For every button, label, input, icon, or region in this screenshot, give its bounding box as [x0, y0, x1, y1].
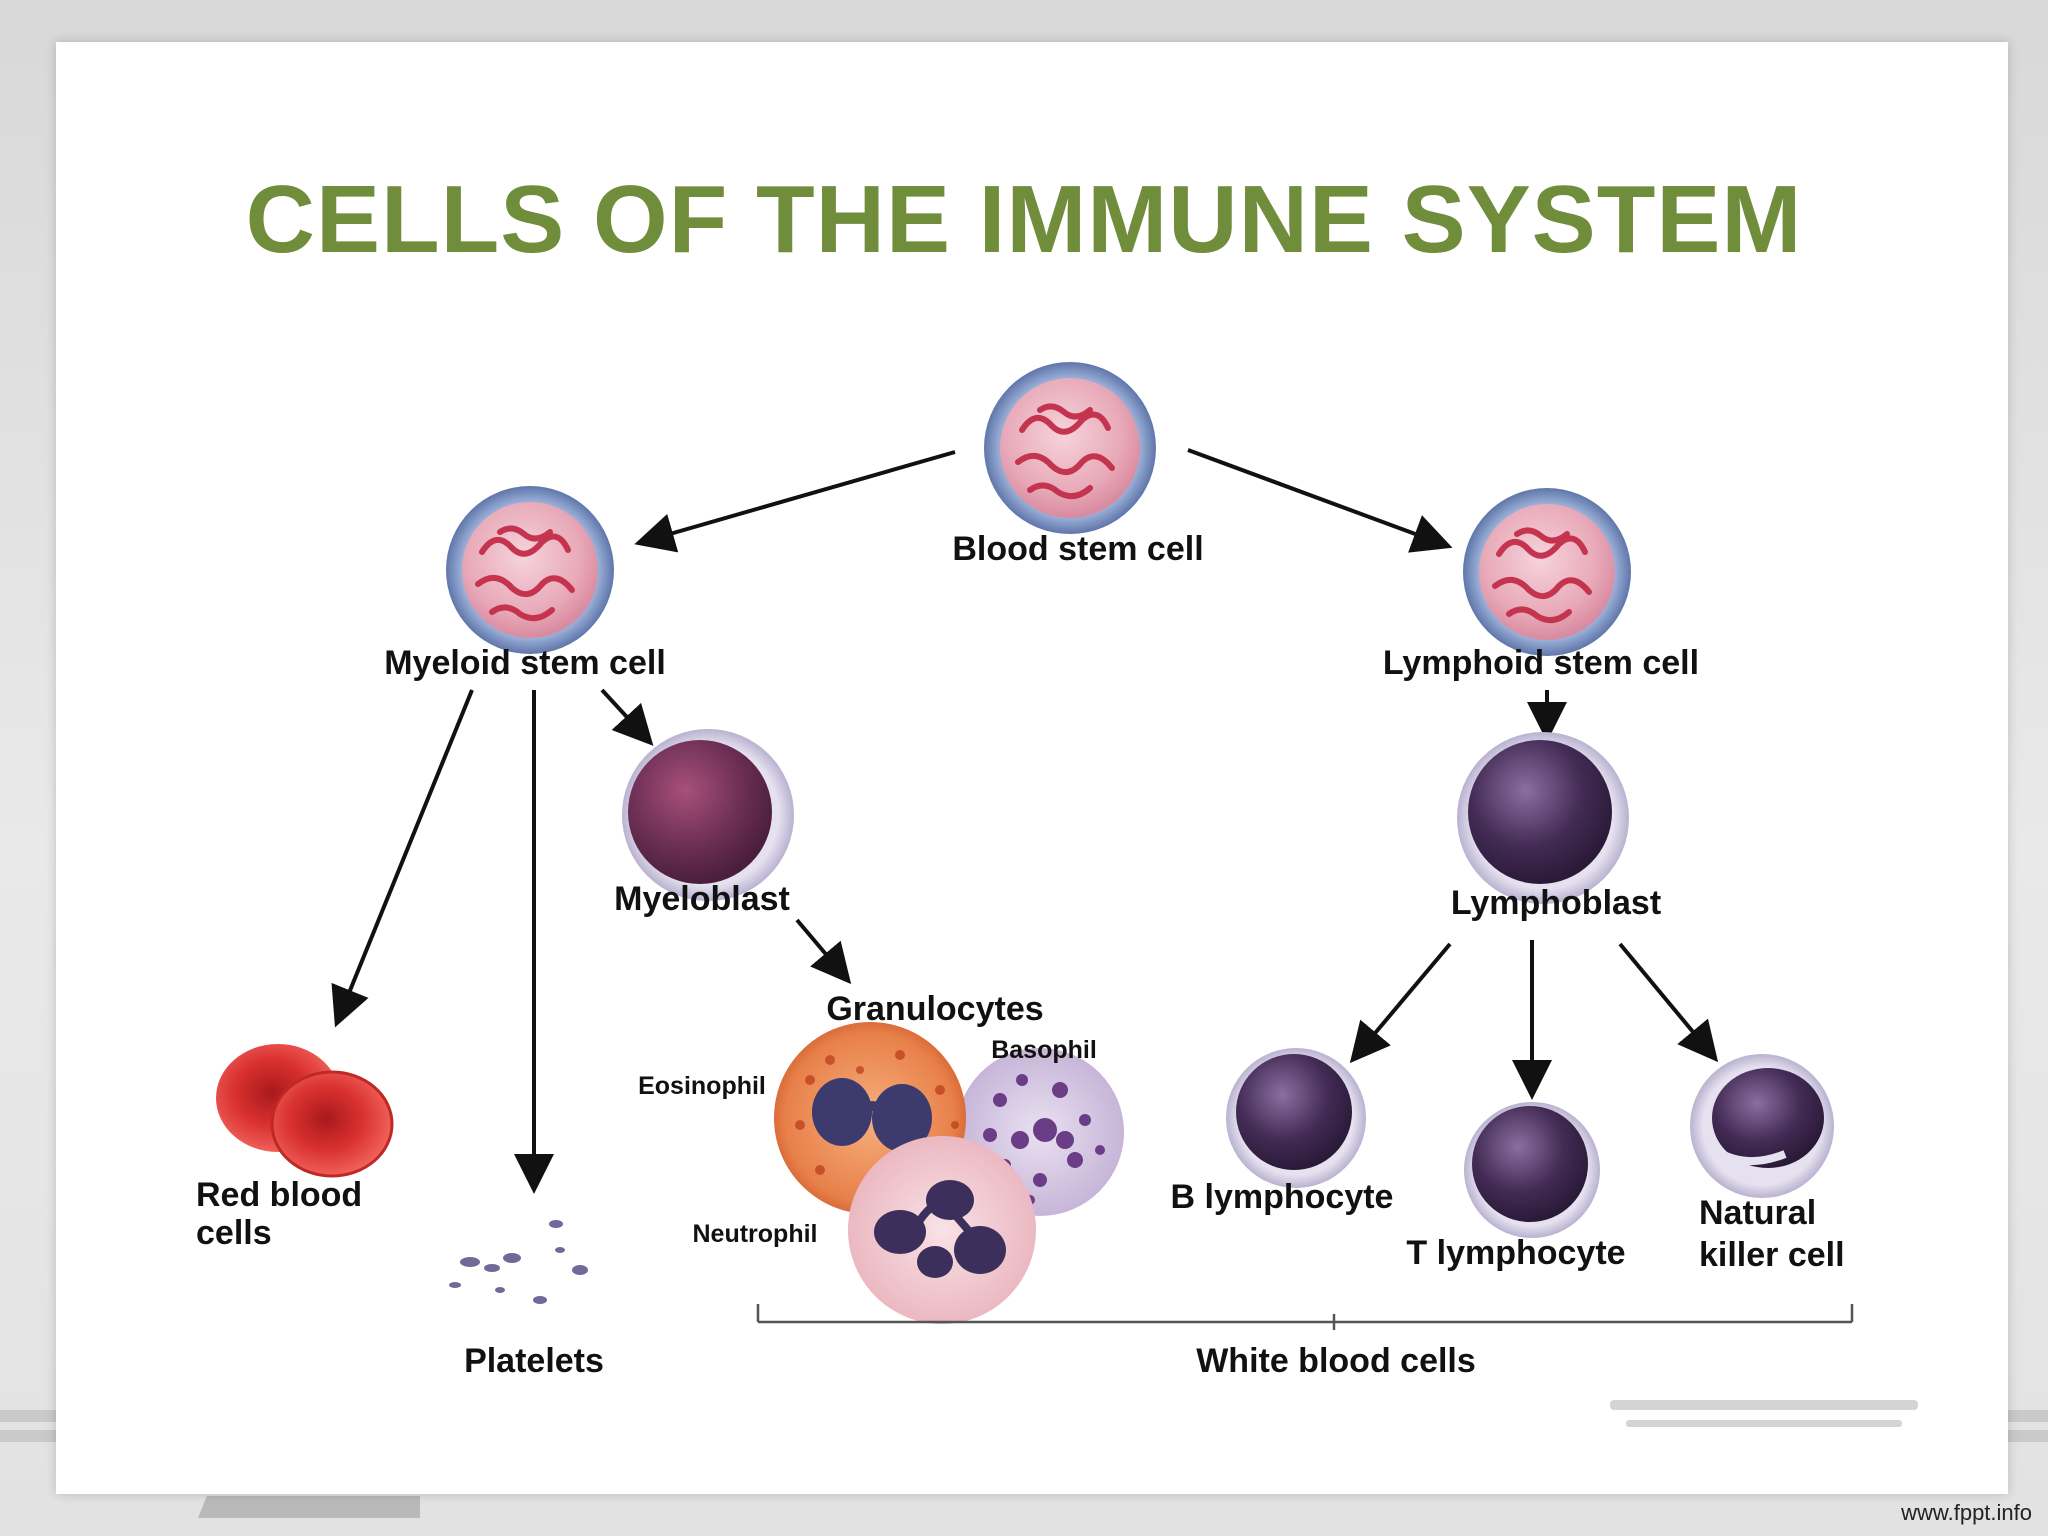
neutrophil-cell [848, 1136, 1036, 1324]
arrow-myeloid-to-rbc [331, 689, 474, 1028]
arrow-myeloid-to-myeloblast [600, 688, 654, 746]
label-neutrophil: Neutrophil [693, 1220, 818, 1248]
label-lymphoid-stem-cell: Lymphoid stem cell [1383, 644, 1699, 682]
arrows [331, 448, 1719, 1194]
arrow-lymphoblast-to-nk [1618, 942, 1719, 1063]
myeloblast-cell [622, 729, 794, 901]
label-nk-line2: killer cell [1699, 1236, 1845, 1274]
decor-bar-2 [0, 1430, 56, 1442]
natural-killer-cell [1690, 1054, 1834, 1198]
b-lymphocyte-cell [1226, 1048, 1366, 1188]
lymphoid-stem-cell [1463, 488, 1631, 656]
footer-url: www.fppt.info [1901, 1500, 2032, 1525]
footer-tab [198, 1496, 420, 1518]
t-lymphocyte-cell [1464, 1102, 1600, 1238]
label-red-blood-line1: Red blood [196, 1176, 362, 1214]
arrow-stem-to-lymphoid [1187, 448, 1453, 553]
arrow-myeloblast-to-granulocytes [795, 918, 852, 985]
label-eosinophil: Eosinophil [638, 1072, 766, 1100]
platelets-cells [449, 1220, 588, 1304]
label-lymphoblast: Lymphoblast [1451, 884, 1661, 922]
label-myeloblast: Myeloblast [614, 880, 790, 918]
arrow-stem-to-myeloid [634, 450, 956, 553]
label-blood-stem-cell: Blood stem cell [952, 530, 1203, 568]
copyright-watermark [1610, 1400, 1918, 1427]
label-natural-killer-cell: Natural killer cell [1699, 1194, 1845, 1274]
label-basophil: Basophil [991, 1036, 1097, 1064]
label-granulocytes: Granulocytes [826, 990, 1043, 1028]
decor-bar-1 [0, 1410, 56, 1422]
label-red-blood-cells: Red blood cells [196, 1176, 372, 1252]
red-blood-cells [216, 1044, 394, 1178]
label-nk-line1: Natural [1699, 1194, 1816, 1232]
label-t-lymphocyte: T lymphocyte [1406, 1234, 1625, 1272]
blood-stem-cell [984, 362, 1156, 534]
decor-bar-3 [2008, 1410, 2048, 1422]
page-title: CELLS OF THE IMMUNE SYSTEM [246, 166, 1803, 273]
label-red-blood-line2: cells [196, 1214, 272, 1252]
label-platelets: Platelets [464, 1342, 604, 1380]
arrow-lymphoblast-to-b [1349, 942, 1452, 1064]
label-b-lymphocyte: B lymphocyte [1171, 1178, 1394, 1216]
label-white-blood-cells: White blood cells [1196, 1342, 1476, 1380]
label-myeloid-stem-cell: Myeloid stem cell [384, 644, 666, 682]
myeloid-stem-cell [446, 486, 614, 654]
lymphoblast-cell [1457, 732, 1629, 904]
white-blood-cells-bracket [756, 1304, 1854, 1330]
decor-bar-4 [2008, 1430, 2048, 1442]
